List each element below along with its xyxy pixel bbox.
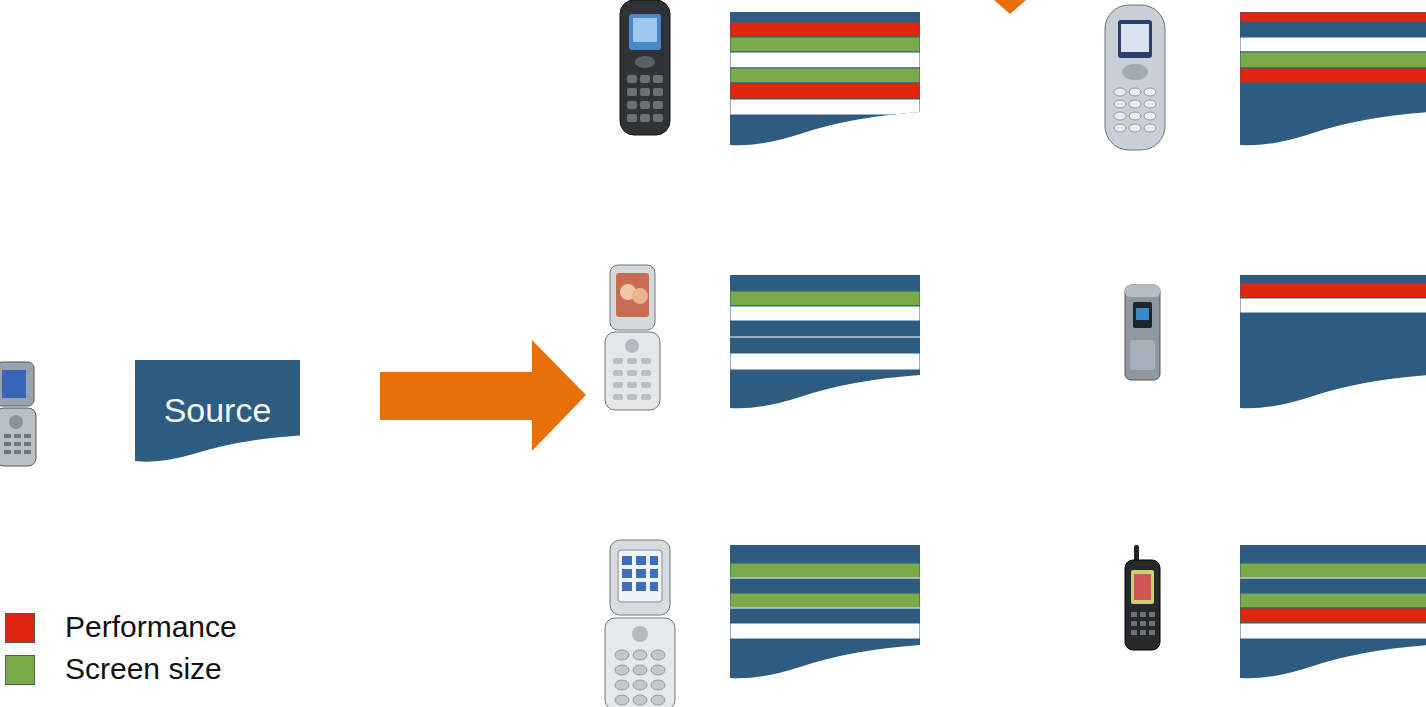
flow-arrow	[994, 0, 1026, 14]
legend-label: Screen size	[65, 651, 222, 687]
document-node: Source	[135, 360, 300, 462]
striped-document	[730, 545, 920, 685]
legend-swatch	[5, 613, 35, 643]
legend-label: Performance	[65, 609, 237, 645]
phone-illustration	[605, 265, 660, 410]
striped-document	[1240, 12, 1426, 152]
phone-illustration	[1125, 545, 1160, 650]
phone-illustration	[605, 540, 675, 707]
phone-illustration	[0, 362, 36, 466]
striped-document	[730, 12, 920, 152]
flow-arrow	[380, 340, 586, 451]
phone-illustration	[1105, 5, 1165, 150]
striped-document	[1240, 275, 1426, 415]
phone-illustration	[620, 0, 670, 135]
striped-document	[730, 275, 920, 415]
striped-document	[1240, 545, 1426, 685]
phone-illustration	[1125, 285, 1160, 380]
legend-swatch	[5, 655, 35, 685]
node-label: Source	[135, 390, 300, 430]
